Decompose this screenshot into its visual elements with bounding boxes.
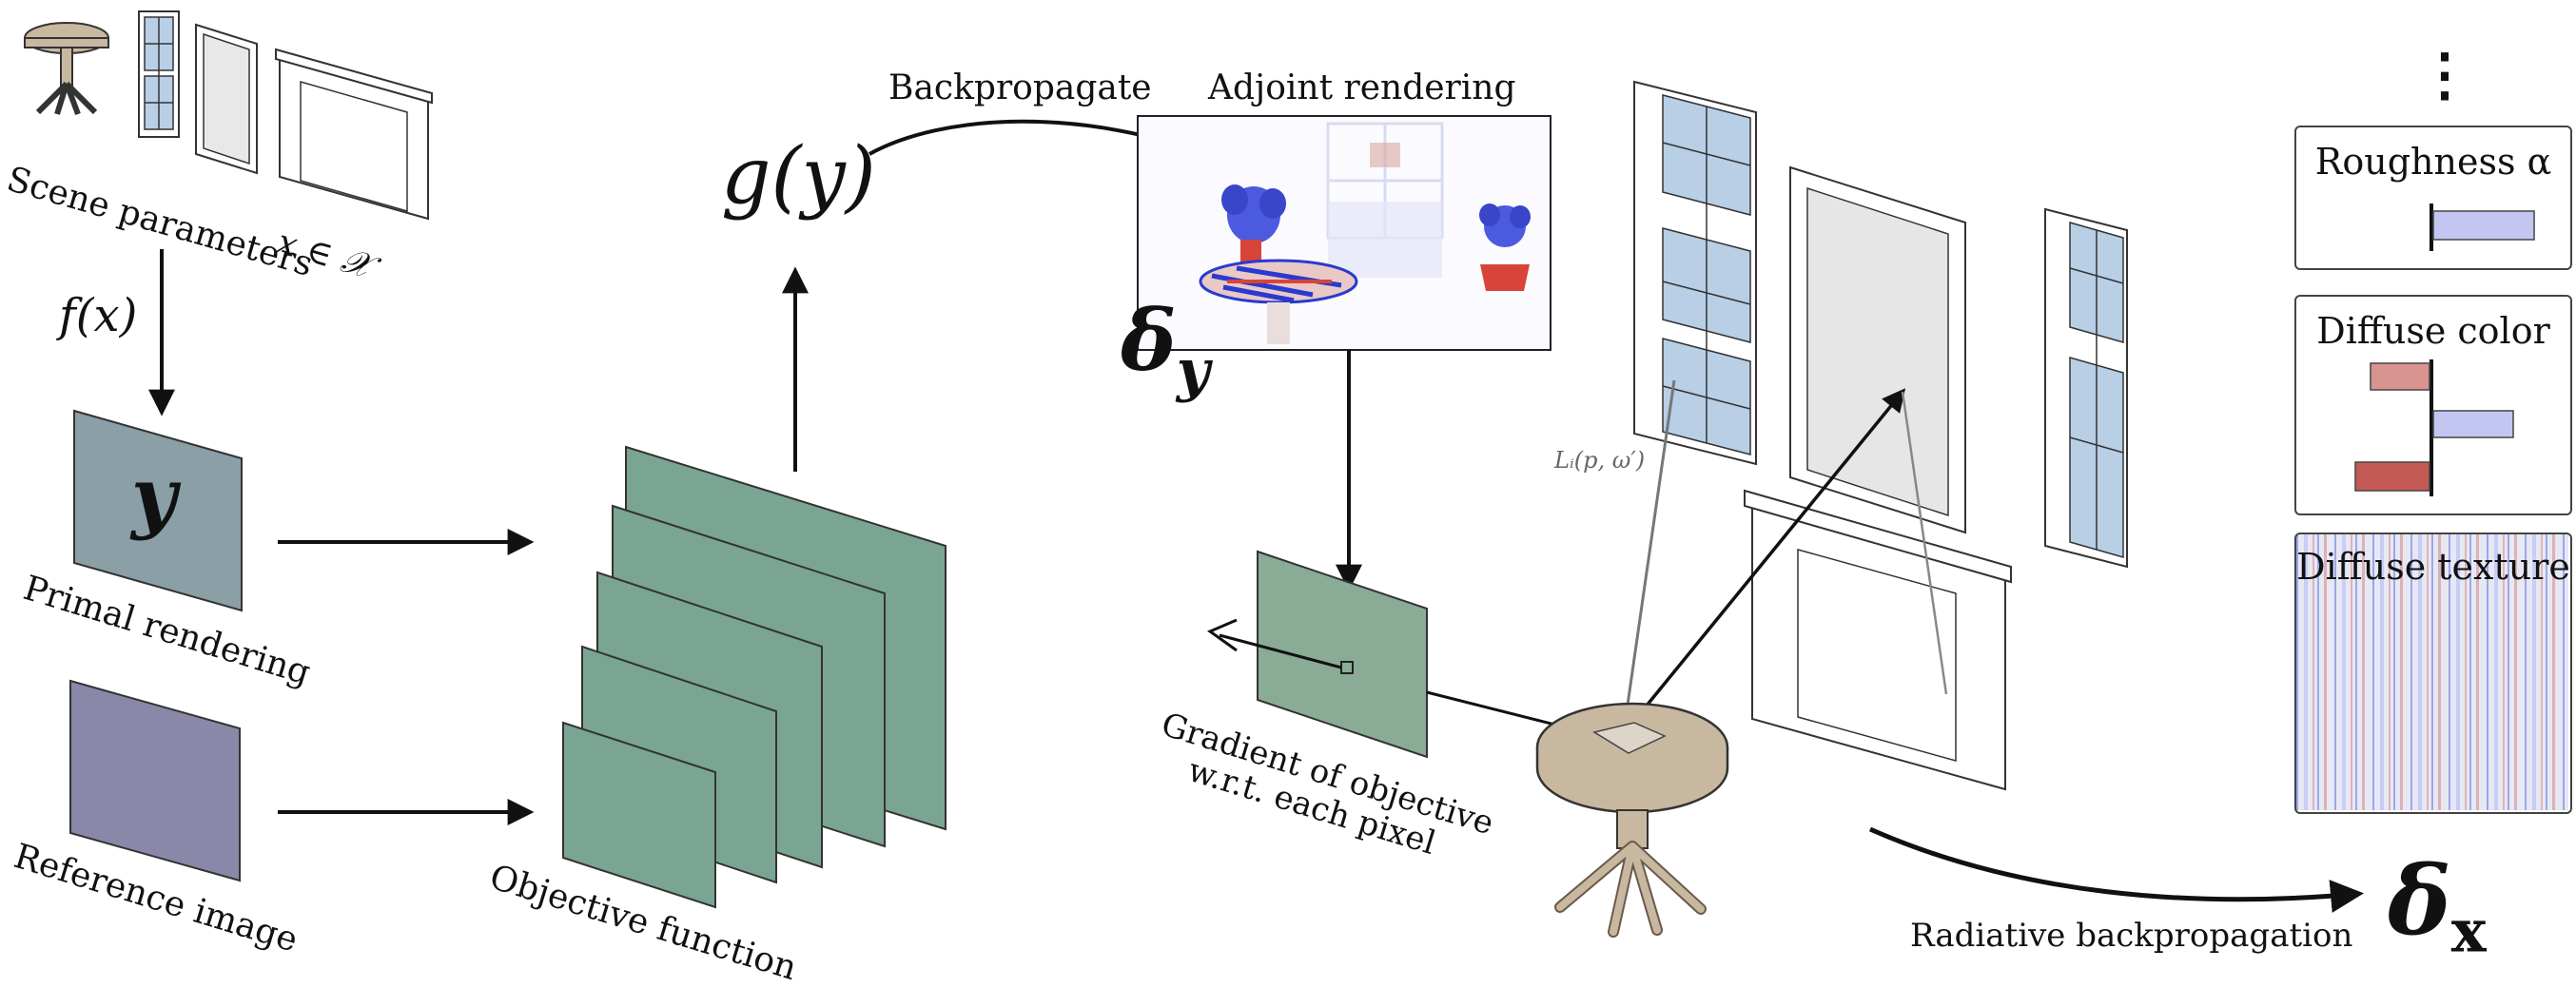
- radiance-label: Lᵢ(p, ω′): [1554, 447, 1646, 474]
- scene-window-right: [2044, 207, 2128, 569]
- scene-window-left: [1633, 80, 1757, 466]
- diffuse-texture-title: Diffuse texture: [2296, 546, 2570, 588]
- reference-image: [69, 679, 241, 882]
- roughness-title: Roughness α: [2314, 141, 2552, 183]
- delta-y-subscript: y: [1176, 338, 1210, 404]
- radiative-backprop-arrow: [1868, 826, 2364, 913]
- gradient-image: [1257, 550, 1428, 759]
- adjoint-rendering-image: [1137, 115, 1551, 351]
- g-of-y-label: g(y): [721, 131, 876, 222]
- mirror-thumbnail: [195, 23, 258, 175]
- diffuse-red-bar: [2370, 362, 2430, 391]
- diffuse-green-bar: [2354, 461, 2430, 492]
- objective-stack: [562, 445, 946, 909]
- delta-y-label: δy: [1121, 291, 1210, 404]
- scene-assets: [24, 10, 433, 221]
- f-of-x-label: f(x): [59, 289, 138, 342]
- scattered-ray: [1615, 388, 1906, 744]
- reflected-ray: [1901, 391, 1948, 695]
- camera-ray: [1219, 633, 1342, 669]
- scene-table: [1535, 702, 1729, 938]
- primal-rendering-image: [73, 409, 243, 612]
- diffuse-texture-image: [2296, 534, 2568, 810]
- backpropagate-label: Backpropagate: [888, 68, 1152, 107]
- incident-ray: [1621, 379, 1676, 739]
- scene-fireplace: [1744, 489, 2012, 791]
- delta-x-symbol: δ: [2388, 844, 2451, 957]
- diffuse-color-panel: Diffuse color: [2294, 295, 2572, 515]
- delta-x-label: δx: [2388, 844, 2487, 966]
- adjoint-rendering-label: Adjoint rendering: [1208, 68, 1516, 107]
- diffuse-blue-bar: [2432, 410, 2514, 438]
- ellipsis: ⋮: [2416, 42, 2473, 108]
- scene-mirror: [1789, 165, 1966, 534]
- roughness-panel: Roughness α: [2294, 126, 2572, 270]
- fireplace-thumbnail: [275, 48, 433, 221]
- roughness-bar: [2432, 210, 2535, 241]
- camera-glyph: [1206, 618, 1238, 652]
- delta-y-symbol: δ: [1121, 291, 1177, 390]
- radiative-backprop-label: Radiative backpropagation: [1910, 917, 2353, 955]
- table-thumbnail: [24, 22, 109, 116]
- diffuse-texture-panel: Diffuse texture: [2294, 533, 2572, 814]
- diffuse-color-title: Diffuse color: [2316, 310, 2550, 352]
- window-thumbnail: [138, 10, 180, 138]
- y-label: y: [131, 451, 177, 542]
- delta-x-subscript: x: [2450, 896, 2487, 966]
